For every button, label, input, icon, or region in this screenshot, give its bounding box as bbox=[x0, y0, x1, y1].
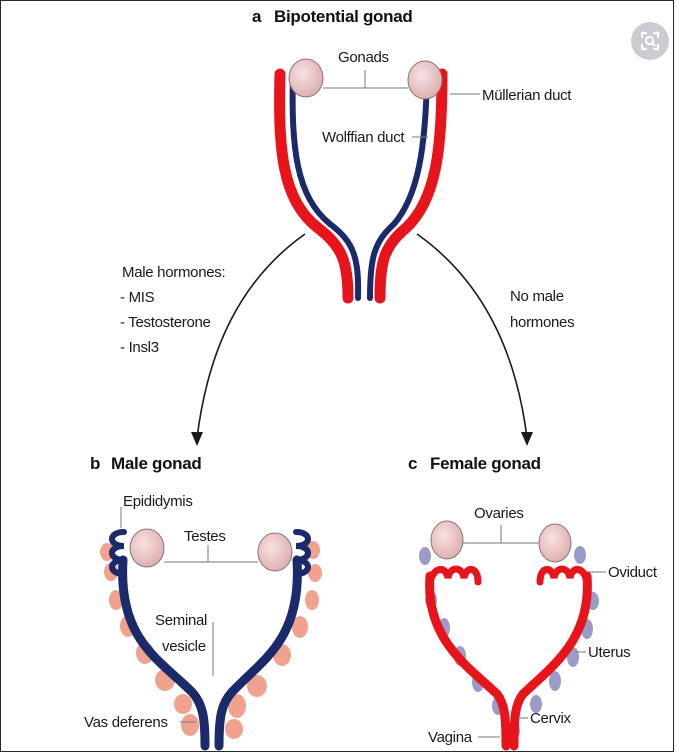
label-vas-deferens: Vas deferens bbox=[84, 714, 168, 731]
male-arrow bbox=[196, 233, 306, 439]
right-uterine-duct bbox=[509, 571, 592, 751]
label-uterus: Uterus bbox=[588, 644, 630, 661]
label-seminal-line1: Seminal bbox=[155, 612, 207, 629]
right-vas-deferens bbox=[214, 555, 302, 751]
left-uterine-duct bbox=[425, 571, 511, 751]
panel-a-title: Bipotential gonad bbox=[274, 7, 412, 26]
male-hormones-line1: Male hormones: bbox=[122, 264, 225, 281]
male-accessory-blobs bbox=[100, 541, 322, 739]
male-arrowhead bbox=[191, 432, 203, 446]
label-vagina: Vagina bbox=[428, 729, 473, 746]
image-search-icon bbox=[640, 31, 660, 51]
right-gonad bbox=[407, 60, 443, 100]
right-oviduct bbox=[536, 565, 591, 586]
label-gonads: Gonads bbox=[338, 49, 389, 66]
no-male-hormones-line1: No male bbox=[510, 288, 564, 305]
panel-b-title: Male gonad bbox=[111, 454, 202, 473]
panel-a: a Bipotential gonad Gonads Müllerian duc… bbox=[252, 7, 573, 304]
left-vas-deferens bbox=[118, 555, 210, 751]
transition-arrows: Male hormones: - MIS - Testosterone - In… bbox=[120, 233, 575, 446]
panel-b: b Male gonad bbox=[84, 454, 322, 751]
no-male-hormones-line2: hormones bbox=[510, 314, 574, 331]
male-hormones-line2: - MIS bbox=[120, 289, 155, 306]
left-epididymis bbox=[109, 529, 127, 577]
label-oviduct: Oviduct bbox=[608, 564, 658, 581]
label-seminal-line2: vesicle bbox=[162, 638, 206, 655]
male-hormones-line3: - Testosterone bbox=[120, 314, 211, 331]
panel-b-letter: b bbox=[90, 454, 100, 473]
male-hormones-line4: - Insl3 bbox=[120, 339, 159, 356]
left-ovary bbox=[430, 520, 464, 560]
female-arrowhead bbox=[521, 432, 533, 446]
panel-a-letter: a bbox=[252, 7, 262, 26]
left-gonad bbox=[288, 58, 324, 98]
label-ovaries: Ovaries bbox=[474, 505, 524, 522]
label-epididymis: Epididymis bbox=[123, 493, 193, 510]
right-mullerian-duct bbox=[374, 68, 448, 304]
right-wolffian-duct bbox=[367, 69, 430, 301]
right-epididymis bbox=[293, 529, 311, 577]
label-wolffian-duct: Wolffian duct bbox=[322, 129, 405, 146]
left-testis bbox=[129, 528, 165, 568]
left-oviduct bbox=[426, 565, 482, 586]
female-arrow bbox=[416, 233, 528, 439]
panel-c-title: Female gonad bbox=[430, 454, 541, 473]
right-ovary bbox=[538, 523, 572, 563]
label-testes: Testes bbox=[184, 528, 226, 545]
right-testis bbox=[257, 532, 293, 572]
panel-c: c Female gonad Ovaries bbox=[408, 454, 658, 751]
panel-c-letter: c bbox=[408, 454, 417, 473]
label-mullerian-duct: Müllerian duct bbox=[482, 87, 572, 104]
label-cervix: Cervix bbox=[530, 710, 572, 727]
image-search-button[interactable] bbox=[631, 22, 669, 60]
left-mullerian-duct bbox=[274, 68, 354, 304]
left-wolffian-duct bbox=[289, 69, 362, 301]
